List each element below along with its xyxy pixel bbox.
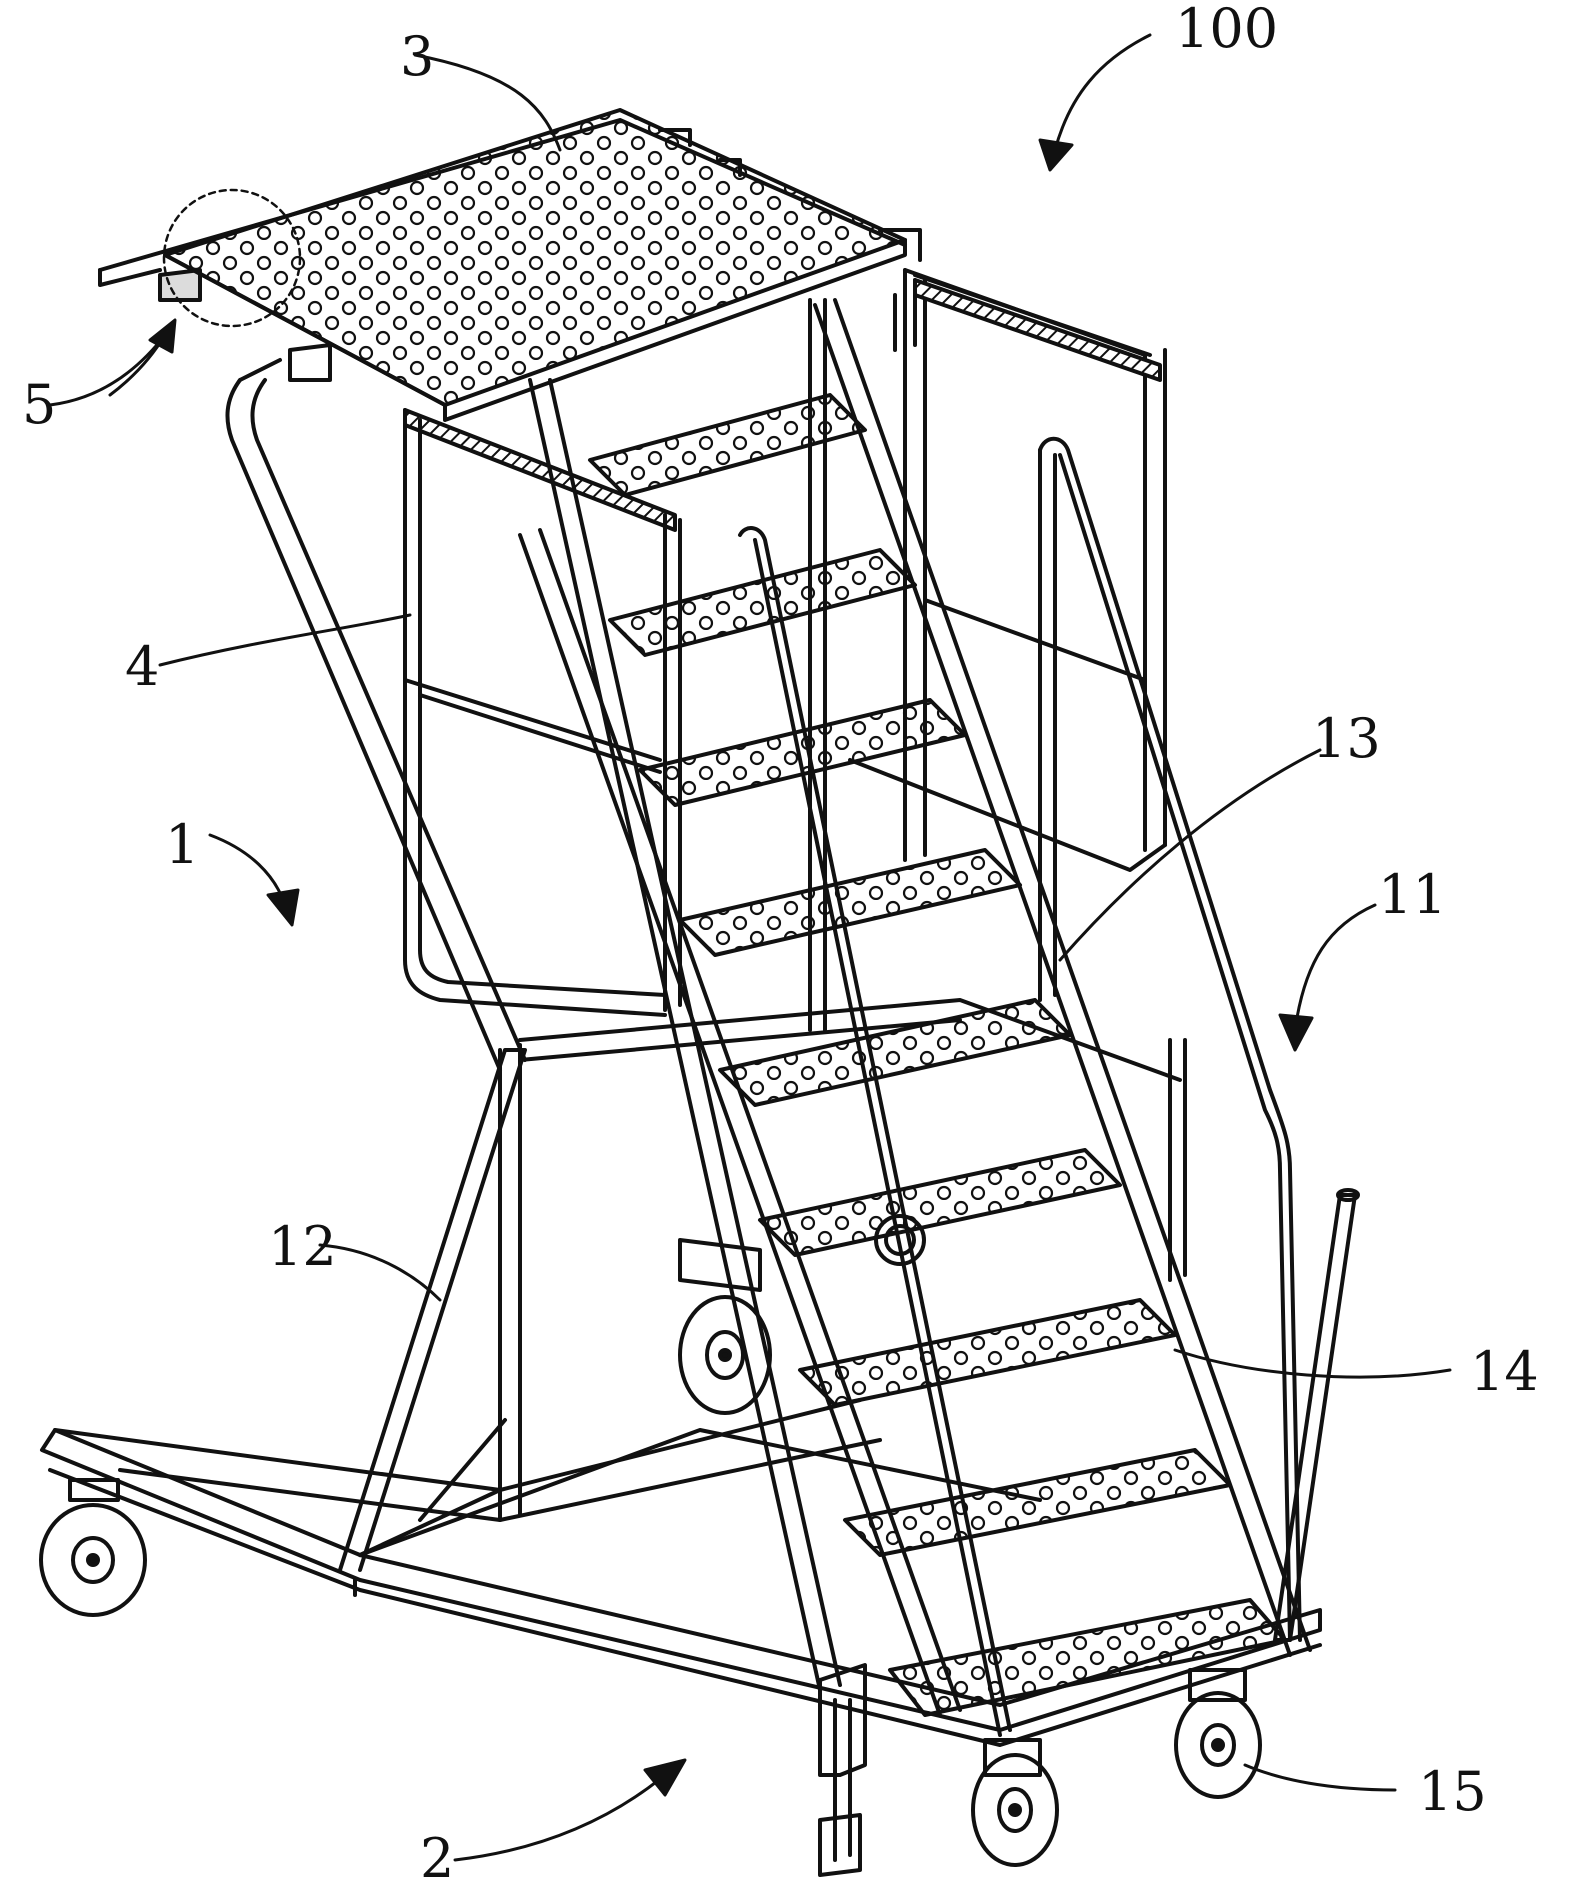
leader-12 (318, 1243, 442, 1302)
arrow-100 (1053, 33, 1152, 152)
pull-handle (1273, 1188, 1360, 1642)
brake-pedal (818, 1663, 867, 1877)
caster-wheel-left-front (39, 1478, 147, 1617)
handrails (738, 436, 1302, 1737)
label-11: 11 (1378, 863, 1447, 926)
step-treads (588, 393, 1287, 1717)
top-platform (98, 108, 922, 422)
leader-13 (1058, 748, 1322, 962)
caster-wheel-left-rear (678, 1238, 772, 1415)
arrow-11 (1293, 903, 1377, 1032)
label-100: 100 (1175, 0, 1279, 60)
side-frame-left (225, 358, 527, 1072)
leader-5 (48, 333, 167, 407)
arrow-2 (453, 1773, 667, 1862)
caster-wheel-right (1174, 1668, 1262, 1799)
label-15: 15 (1418, 1760, 1487, 1823)
support-struts (338, 998, 1182, 1572)
leader-4 (158, 613, 412, 667)
guardrail (403, 268, 1162, 1017)
base-frame (40, 1398, 1322, 1747)
caster-wheel-front-center (971, 1738, 1059, 1867)
leader-15 (1243, 1763, 1397, 1792)
label-3: 3 (400, 25, 435, 88)
label-12: 12 (268, 1215, 337, 1278)
label-1: 1 (165, 813, 200, 876)
detail-circle (158, 188, 332, 382)
label-4: 4 (125, 635, 160, 698)
label-5: 5 (22, 373, 57, 436)
leader-lines (48, 33, 1452, 1862)
leader-3 (413, 53, 562, 152)
caster-wheels (39, 1238, 1262, 1867)
leader-14 (1173, 1348, 1452, 1379)
label-14: 14 (1470, 1340, 1539, 1403)
label-13: 13 (1312, 707, 1381, 770)
label-2: 2 (420, 1827, 455, 1890)
